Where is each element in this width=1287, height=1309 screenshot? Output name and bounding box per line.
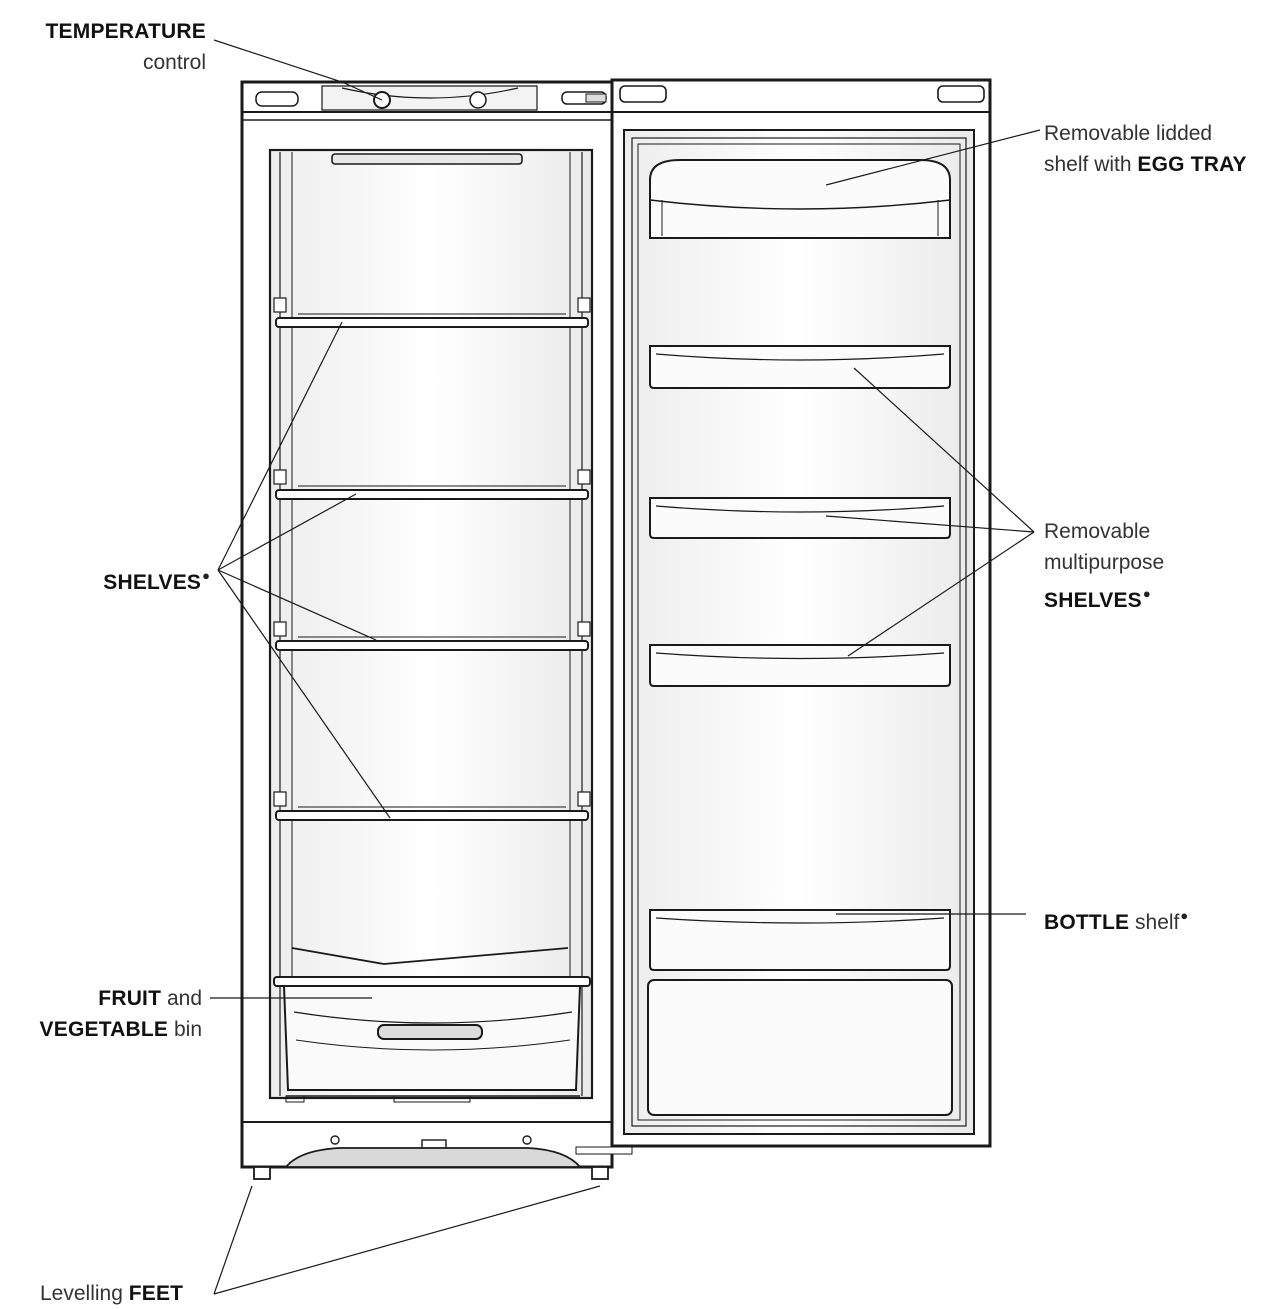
door-bottom-compartment (647, 979, 953, 1116)
label-egg-bold: EGG TRAY (1137, 153, 1247, 176)
bin-handle[interactable] (377, 1024, 483, 1040)
label-shelves-left: SHELVES● (40, 560, 210, 598)
label-egg-text2: shelf with (1044, 153, 1138, 176)
label-fruit-text: and (161, 987, 202, 1010)
label-door-line2: multipurpose (1044, 551, 1165, 574)
foot-right[interactable] (591, 1166, 609, 1180)
label-egg-tray: Removable lidded shelf with EGG TRAY (1044, 118, 1247, 180)
label-levelling-feet: Levelling FEET (40, 1278, 183, 1309)
label-door-bold: SHELVES (1044, 589, 1142, 612)
shelf-3[interactable] (275, 640, 589, 651)
light-cover (331, 153, 523, 165)
interior-light-icon (469, 91, 487, 109)
door-shelves (649, 345, 951, 971)
label-temperature-sub: control (142, 51, 206, 74)
foot-left[interactable] (253, 1166, 271, 1180)
door-shelf-2[interactable] (649, 497, 951, 539)
cabinet-shelves (273, 317, 591, 987)
label-egg-line1: Removable lidded (1044, 122, 1213, 145)
label-bottle-text: shelf (1129, 911, 1180, 934)
shelf-brackets (273, 297, 591, 807)
label-feet-text: Levelling (40, 1282, 129, 1305)
label-vegetable-bold: VEGETABLE (39, 1018, 169, 1041)
bottle-shelf[interactable] (649, 909, 951, 971)
shelf-5[interactable] (273, 976, 591, 987)
footnote-marker: ● (1180, 908, 1189, 923)
label-feet-bold: FEET (128, 1282, 184, 1305)
door-shelf-1[interactable] (649, 345, 951, 389)
label-door-shelves: Removable multipurpose SHELVES● (1044, 516, 1164, 616)
label-temperature-control: TEMPERATURE control (10, 16, 206, 78)
label-bottle-shelf: BOTTLE shelf● (1044, 900, 1188, 938)
label-fruit-vegetable-bin: FRUIT and VEGETABLE bin (6, 983, 202, 1045)
footnote-marker: ● (202, 568, 210, 583)
leader-lines (210, 39, 1041, 1295)
shelf-4[interactable] (275, 810, 589, 821)
label-bin-text: bin (168, 1018, 202, 1041)
door-shelf-3[interactable] (649, 644, 951, 687)
shelf-2[interactable] (275, 489, 589, 500)
footnote-marker: ● (1142, 586, 1151, 601)
label-shelves-bold: SHELVES (103, 571, 202, 594)
label-bottle-bold: BOTTLE (1044, 911, 1130, 934)
door (610, 78, 992, 1148)
shelf-1[interactable] (275, 317, 589, 328)
base-grille (284, 1147, 582, 1168)
label-temperature-bold: TEMPERATURE (45, 20, 206, 43)
inner-liner (268, 148, 594, 1100)
cabinet (240, 80, 633, 1180)
label-door-line1: Removable (1044, 520, 1151, 543)
label-fruit-bold: FRUIT (98, 987, 162, 1010)
egg-tray-shelf[interactable] (649, 159, 951, 239)
top-vent-left (255, 91, 299, 107)
